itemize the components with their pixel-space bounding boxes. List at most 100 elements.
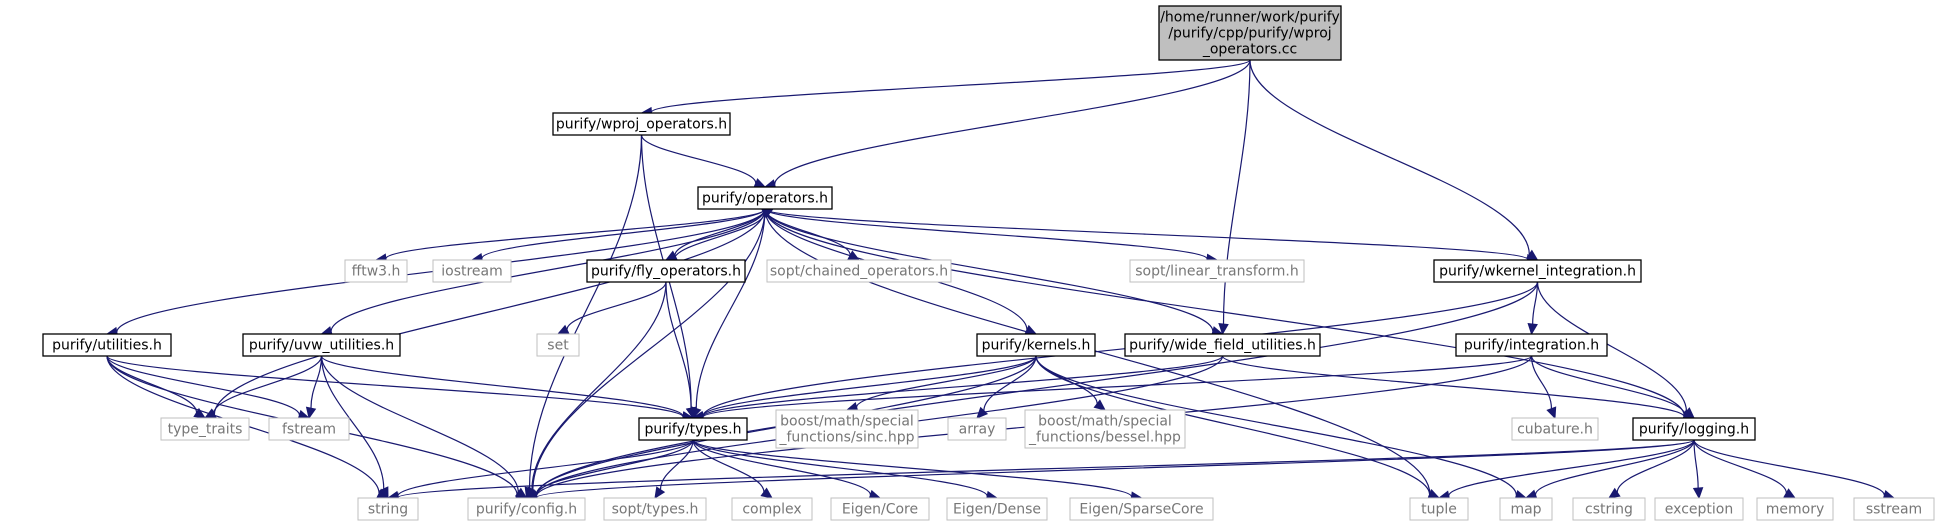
node-box [766, 259, 952, 283]
node-label: tuple [1421, 502, 1457, 518]
edge-wkernel-to-types-h [691, 281, 1539, 422]
node-bessel: boost/math/special_functions/bessel.hpp [1024, 409, 1186, 449]
arrowhead-icon [1218, 323, 1229, 336]
node-eigen-sparse: Eigen/SparseCore [1069, 497, 1214, 521]
node-kernels[interactable]: purify/kernels.h [976, 333, 1096, 357]
node-layer: /home/runner/work/purify/purify/cpp/puri… [42, 5, 1935, 521]
node-label: fftw3.h [352, 264, 401, 280]
node-label: set [547, 338, 569, 354]
node-box [357, 497, 419, 521]
arrowhead-icon [760, 487, 773, 499]
edge-line [106, 355, 301, 416]
edge-line [665, 281, 692, 409]
node-box [1511, 417, 1599, 441]
node-fftw3: fftw3.h [344, 259, 408, 283]
node-label: fstream [282, 422, 336, 438]
node-label: purify/utilities.h [52, 338, 162, 354]
edge-kernels-to-bessel [1035, 355, 1106, 411]
edge-line [702, 355, 1533, 418]
edge-line [673, 213, 765, 261]
node-box [946, 497, 1048, 521]
node-types-h[interactable]: purify/types.h [638, 417, 748, 441]
edge-line [695, 208, 766, 409]
node-label: sopt/linear_transform.h [1135, 264, 1299, 280]
node-box [536, 333, 580, 357]
edge-line [397, 439, 694, 497]
edge-line [1035, 355, 1431, 495]
node-widefield[interactable]: purify/wide_field_utilities.h [1124, 333, 1321, 357]
node-box [976, 333, 1096, 357]
node-box [1158, 5, 1342, 61]
arrowhead-icon [654, 486, 666, 500]
node-box [1632, 417, 1756, 441]
edge-line [1221, 355, 1685, 418]
node-eigen-core: Eigen/Core [830, 497, 930, 521]
edge-line [213, 208, 766, 415]
node-utilities[interactable]: purify/utilities.h [42, 333, 172, 357]
node-label: sopt/types.h [612, 502, 699, 518]
node-operators-h[interactable]: purify/operators.h [697, 186, 833, 210]
edge-operators-h-to-sopt-linear [764, 208, 1219, 265]
edge-root-to-wkernel [1249, 59, 1539, 261]
edge-fly-ops-to-config [525, 281, 667, 500]
edge-line [764, 208, 1214, 332]
arrowhead-icon [1093, 399, 1106, 411]
edge-utilities-to-fstream [106, 355, 311, 420]
node-box [603, 497, 707, 521]
edge-line [481, 208, 766, 259]
edge-line [692, 439, 872, 496]
node-label: purify/types.h [645, 422, 742, 438]
node-uvw[interactable]: purify/uvw_utilities.h [242, 333, 401, 357]
edge-line [1616, 439, 1695, 493]
node-label: purify/wkernel_integration.h [1439, 264, 1636, 280]
node-wkernel[interactable]: purify/wkernel_integration.h [1433, 259, 1642, 283]
node-box [586, 259, 746, 283]
arrowhead-icon [514, 487, 528, 499]
node-label: sopt/chained_operators.h [770, 264, 948, 280]
edge-line [1530, 355, 1686, 415]
arrowhead-icon [753, 178, 767, 188]
node-label: Eigen/SparseCore [1079, 502, 1203, 518]
edge-root-to-operators-h [763, 59, 1251, 190]
node-iostream: iostream [432, 259, 512, 283]
node-cstring: cstring [1572, 497, 1646, 521]
node-label: purify/kernels.h [982, 338, 1091, 354]
node-box [697, 186, 833, 210]
arrowhead-icon [1527, 322, 1538, 336]
node-box [1433, 259, 1642, 283]
node-integration[interactable]: purify/integration.h [1455, 333, 1608, 357]
node-wproj-ops-h[interactable]: purify/wproj_operators.h [552, 112, 731, 136]
edge-fly-ops-to-set [556, 281, 667, 335]
node-box [1499, 497, 1553, 521]
edge-line [764, 208, 1208, 260]
edge-line [1693, 439, 1699, 489]
node-box [1853, 497, 1935, 521]
arrowhead-icon [685, 406, 697, 420]
node-box [1756, 497, 1834, 521]
edge-uvw-to-type-traits [203, 355, 323, 419]
edge-uvw-to-config [320, 355, 528, 499]
node-logging[interactable]: purify/logging.h [1632, 417, 1756, 441]
node-fstream: fstream [268, 417, 350, 441]
edge-line [566, 281, 667, 330]
edge-line [764, 208, 1529, 260]
edge-kernels-to-tuple [1035, 355, 1441, 500]
edge-line [320, 355, 519, 493]
node-box [1572, 497, 1646, 521]
node-label: _functions/bessel.hpp [1028, 430, 1181, 446]
node-complex: complex [731, 497, 813, 521]
node-box [731, 497, 813, 521]
arrowhead-icon [378, 486, 389, 500]
node-label: complex [742, 502, 801, 518]
edge-fly-ops-to-types-h [665, 281, 697, 420]
node-label: purify/config.h [476, 502, 577, 518]
edge-line [320, 355, 385, 489]
node-fly-ops[interactable]: purify/fly_operators.h [586, 259, 746, 283]
node-box [432, 259, 512, 283]
edge-operators-h-to-types-h [691, 208, 766, 420]
arrowhead-icon [1692, 487, 1704, 500]
node-label: Eigen/Dense [953, 502, 1041, 518]
edge-line [1249, 59, 1530, 255]
edge-line [764, 208, 1685, 416]
